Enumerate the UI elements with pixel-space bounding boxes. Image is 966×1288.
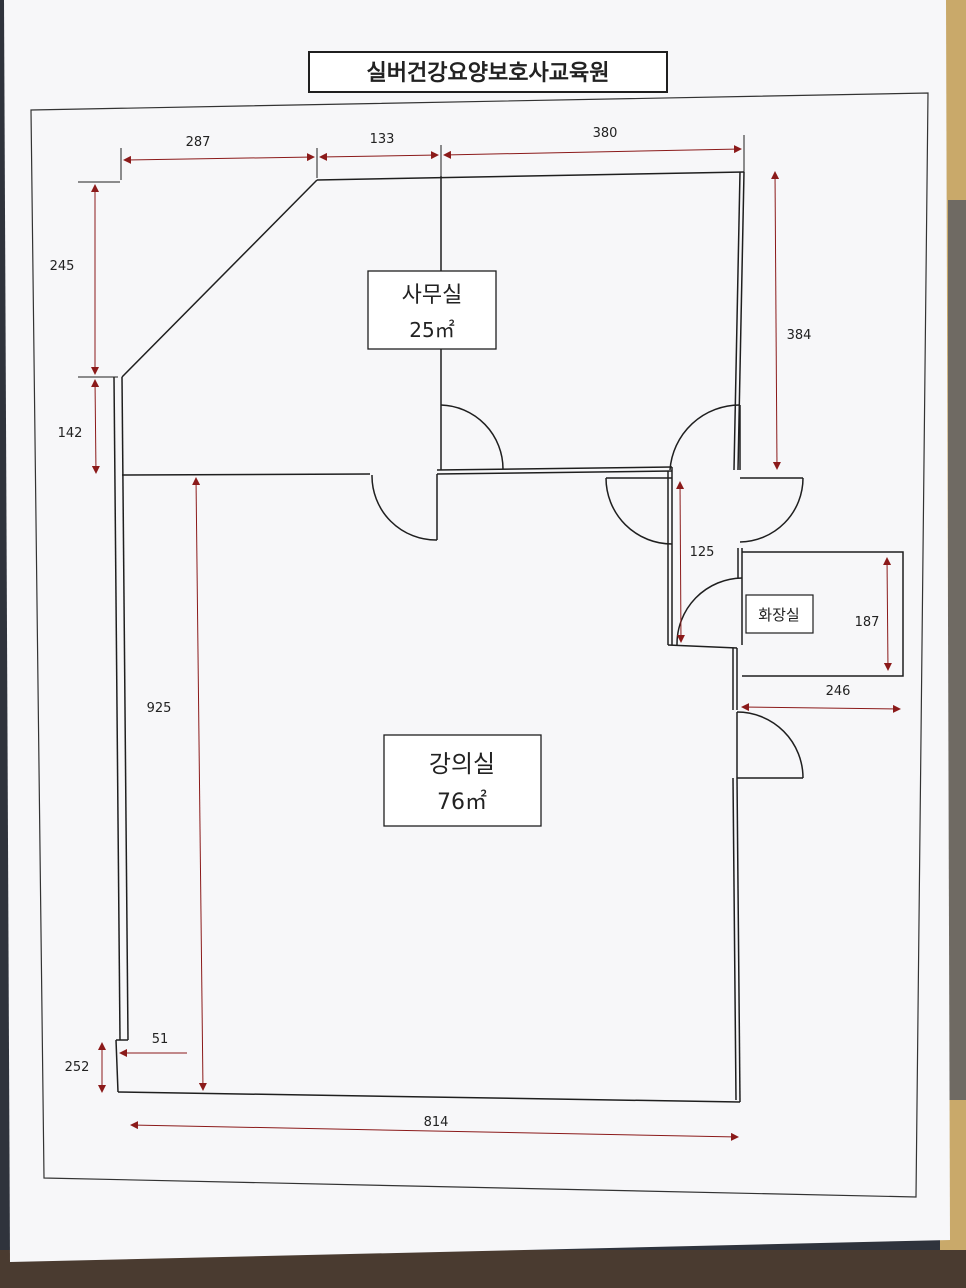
title-box: 실버건강요양보호사교육원	[308, 51, 668, 93]
office-label-box: 사무실 25㎡	[367, 270, 497, 350]
dim-lecture-height: 925	[147, 701, 172, 716]
dim-top-middle: 133	[370, 132, 395, 147]
dim-top-right: 380	[593, 126, 618, 141]
dim-notch-height: 252	[65, 1060, 90, 1075]
dim-line-restroom-width	[741, 703, 901, 713]
dim-line-top-right	[443, 145, 742, 159]
dim-line-restroom-height	[883, 557, 892, 671]
dim-right-office: 384	[787, 328, 812, 343]
dim-notch-width: 51	[152, 1032, 169, 1047]
walls	[113, 171, 904, 1103]
restroom-name: 화장실	[758, 606, 799, 624]
dim-line-left-lower	[91, 379, 100, 474]
dim-line-restroom-door	[676, 481, 685, 643]
office-name: 사무실	[402, 283, 463, 308]
dim-line-lecture-height	[192, 477, 207, 1091]
office-area: 25㎡	[409, 318, 454, 342]
lecture-name: 강의실	[429, 750, 495, 778]
dim-bottom-width: 814	[424, 1115, 449, 1130]
lecture-label-box: 강의실 76㎡	[383, 734, 542, 827]
dim-line-top-left	[123, 153, 315, 164]
dim-restroom-width: 246	[826, 684, 851, 699]
dim-left-lower: 142	[58, 426, 83, 441]
paper	[4, 0, 950, 1262]
dim-line-right-office	[771, 171, 781, 470]
drawing-border	[30, 92, 929, 1198]
lecture-area: 76㎡	[437, 789, 487, 815]
dim-restroom-height: 187	[855, 615, 880, 630]
dim-top-left: 287	[186, 135, 211, 150]
title-text: 실버건강요양보호사교육원	[367, 61, 610, 86]
dim-restroom-door: 125	[690, 545, 715, 560]
dim-line-bottom-width	[130, 1121, 739, 1141]
restroom-label-box: 화장실	[745, 594, 814, 634]
dim-left-upper: 245	[50, 259, 75, 274]
dimension-lines	[78, 135, 901, 1141]
dim-line-top-middle	[319, 151, 439, 161]
dimension-labels: 287 133 380 245 142 384 125 187 246 925 …	[50, 126, 880, 1130]
